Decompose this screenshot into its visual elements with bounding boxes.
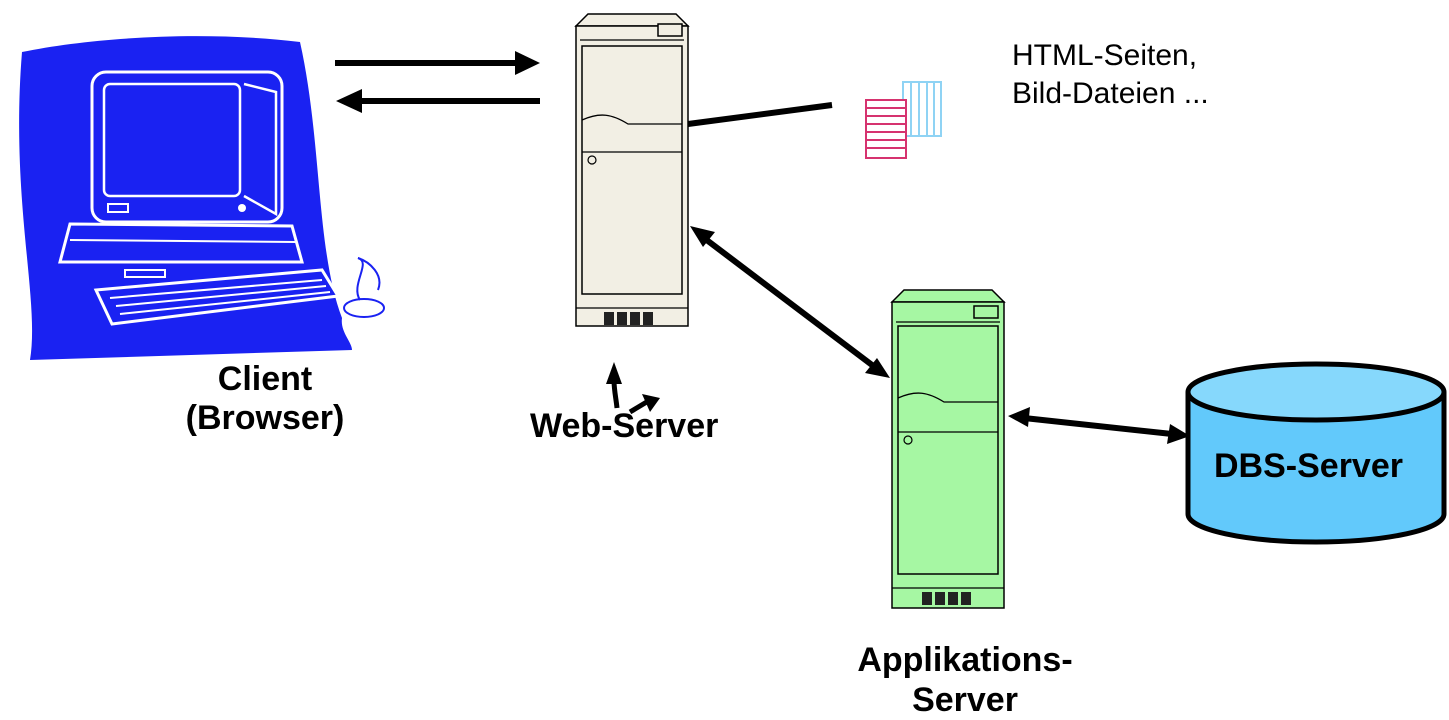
client-label: Client (Browser) xyxy=(160,360,370,438)
image-file-icon xyxy=(902,81,942,137)
files-label: HTML-Seiten, Bild-Dateien ... xyxy=(1012,37,1209,113)
app-server-label-line1: Applikations- xyxy=(857,641,1073,679)
web-server-label: Web-Server xyxy=(530,407,719,445)
app-db-connection-arrow xyxy=(1008,407,1190,444)
web-app-connection-arrow xyxy=(690,226,890,378)
file-link-line xyxy=(687,102,833,127)
dbs-server-label: DBS-Server xyxy=(1214,447,1403,485)
app-server-label: Applikations- Server xyxy=(830,640,1100,720)
web-server-tower-icon xyxy=(574,13,690,327)
request-arrow xyxy=(335,51,540,75)
small-arrows-icon xyxy=(606,362,660,415)
client-label-line1: Client xyxy=(217,360,313,398)
app-server-label-line2: Server xyxy=(912,681,1018,719)
files-label-line2: Bild-Dateien ... xyxy=(1012,77,1209,110)
client-label-line2: (Browser) xyxy=(185,399,345,437)
database-cylinder-icon xyxy=(1185,361,1447,545)
client-computer-icon xyxy=(19,36,385,361)
app-server-tower-icon xyxy=(890,289,1006,609)
html-document-icon xyxy=(865,99,907,159)
files-label-line1: HTML-Seiten, xyxy=(1012,39,1198,72)
response-arrow xyxy=(336,89,540,113)
